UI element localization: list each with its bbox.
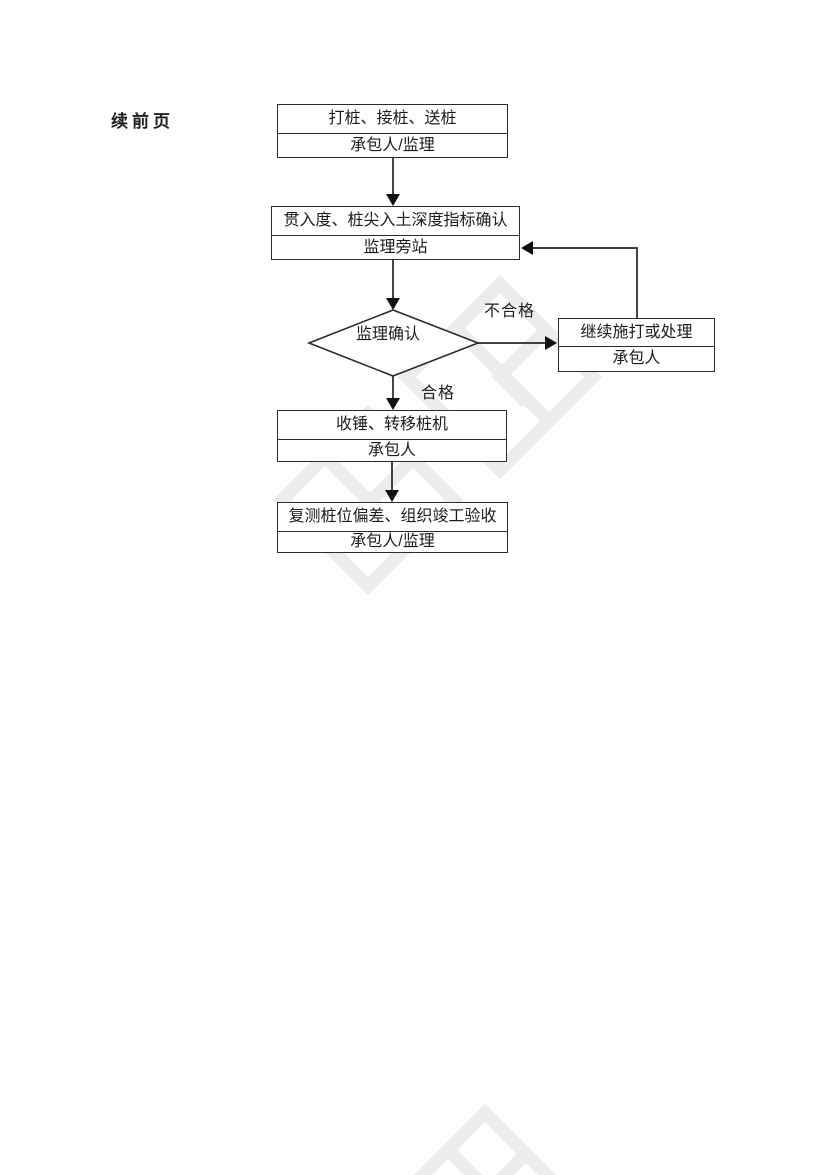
node-rework: 继续施打或处理 承包人 — [558, 318, 715, 372]
node-collect-hammer: 收锤、转移桩机 承包人 — [277, 410, 507, 462]
edge-label-fail: 不合格 — [484, 303, 536, 320]
node-indicator-check: 贯入度、桩尖入土深度指标确认 监理旁站 — [271, 206, 520, 260]
arrowhead-down-icon — [386, 298, 400, 310]
continued-from-previous-page-label: 续前页 — [111, 112, 174, 131]
watermark-logo-bottom — [413, 1103, 557, 1175]
node-final-check-actor: 承包人/监理 — [350, 533, 435, 550]
arrowhead-left-icon — [521, 241, 533, 255]
arrowhead-right-icon — [545, 336, 557, 350]
node-collect-hammer-actor: 承包人 — [367, 441, 416, 459]
node-indicator-check-title: 贯入度、桩尖入土深度指标确认 — [272, 207, 519, 236]
node-collect-hammer-title: 收锤、转移桩机 — [278, 411, 506, 440]
watermark-tile-stroke — [438, 1140, 483, 1175]
node-rework-title: 继续施打或处理 — [559, 319, 714, 347]
arrowhead-down-icon — [385, 490, 399, 502]
node-rework-actor: 承包人 — [612, 350, 661, 367]
watermark-tile-stroke — [495, 1148, 532, 1175]
node-start-actor: 承包人/监理 — [350, 136, 435, 154]
arrowhead-down-icon — [386, 194, 400, 206]
watermark-tile-stroke — [490, 326, 550, 408]
node-final-check: 复测桩位偏差、组织竣工验收 承包人/监理 — [277, 502, 508, 553]
node-indicator-check-actor: 监理旁站 — [363, 238, 428, 256]
node-start-title: 打桩、接桩、送桩 — [278, 105, 507, 134]
edge-label-pass: 合格 — [421, 385, 456, 402]
connector-rework-loop-back — [532, 247, 638, 318]
node-decision-label: 监理确认 — [355, 326, 420, 343]
node-final-check-title: 复测桩位偏差、组织竣工验收 — [278, 503, 507, 532]
arrowhead-down-icon — [386, 398, 400, 410]
node-start: 打桩、接桩、送桩 承包人/监理 — [277, 104, 508, 158]
watermark-tile-outline — [272, 404, 464, 596]
